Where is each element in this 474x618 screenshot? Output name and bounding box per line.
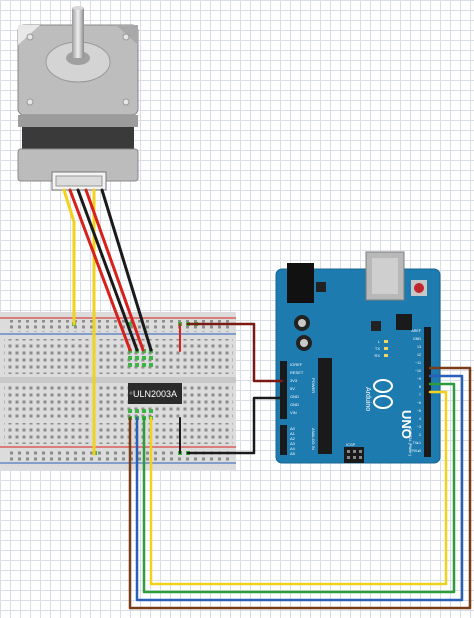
terminal-strip-bottom-lower: [4, 423, 233, 444]
chip-label: ULN2003A: [133, 389, 177, 399]
power-header: [280, 361, 287, 419]
motor-screw-hole: [26, 98, 34, 106]
motor-connector-slot: [55, 175, 103, 187]
pin-label: A5: [290, 451, 296, 456]
center-channel: [0, 377, 236, 383]
wire-red-motor-2: [84, 188, 145, 352]
usb-connector-inner: [372, 258, 398, 294]
motor-screw-hole: [122, 33, 130, 41]
wire-yellow-signal: [149, 390, 448, 586]
wire-gnd: [186, 396, 284, 455]
wire-red-motor: [68, 188, 132, 352]
pin-label: RX◂0: [412, 449, 421, 453]
board-brand: Arduino: [364, 387, 371, 411]
pin-label: 3V3: [290, 378, 298, 383]
pin-label: AREF: [411, 329, 421, 333]
voltage-regulator: [316, 282, 326, 292]
board-model: UNO: [399, 410, 414, 439]
power-header-label: POWER: [311, 378, 316, 393]
pin-label: GND: [290, 394, 299, 399]
motor-shaft: [72, 8, 84, 58]
stepper-motor: [17, 6, 139, 191]
arduino-uno-board: L TX RX Arduino UNO DIGITAL (PWM~) POWER A…: [275, 251, 441, 464]
pin-label: TX▸1: [413, 441, 421, 445]
power-rail-top: [6, 320, 232, 332]
pin-label: ~10: [415, 369, 421, 373]
icsp-header: [344, 447, 364, 463]
motor-screw-hole: [26, 33, 34, 41]
pin-label: RX: [374, 353, 380, 358]
led-indicator: [384, 340, 388, 343]
pin-label: A4: [290, 446, 296, 451]
pin-label: A1: [290, 431, 296, 436]
chip-body: [128, 383, 182, 404]
pin-label: IOREF: [290, 362, 303, 367]
pin-label: ~9: [417, 377, 421, 381]
pin-label: RESET: [290, 370, 304, 375]
pin-label: GND: [290, 402, 299, 407]
wire-yellow-motor-com: [62, 188, 76, 326]
wires: [62, 188, 472, 610]
chip-notch: [129, 391, 133, 395]
terminal-strip-top: [4, 339, 233, 374]
motor-screw-hole: [122, 98, 130, 106]
power-rail-bottom: [6, 449, 232, 461]
pin-label: GND: [413, 337, 421, 341]
pin-label: ~3: [417, 425, 421, 429]
wire-brown-signal: [128, 366, 472, 610]
pin-label: 2: [419, 433, 421, 437]
chip-small: [371, 321, 381, 331]
wire-green-signal: [142, 382, 456, 594]
pin-label: 4: [419, 417, 421, 421]
motor-band: [18, 115, 138, 127]
arduino-logo-icon: [373, 379, 393, 409]
wire-blue-signal: [135, 374, 464, 602]
pin-label: A0: [290, 426, 296, 431]
breadboard: [0, 312, 236, 470]
digital-header-label: DIGITAL (PWM~): [408, 428, 412, 456]
pin-label: 12: [417, 353, 421, 357]
wire-black-motor-2: [100, 188, 153, 352]
digital-header: [424, 327, 431, 457]
motor-stator: [22, 127, 134, 149]
pin-label: ~6: [417, 401, 421, 405]
wire-5v: [186, 322, 284, 383]
led-labels: L TX RX: [374, 339, 380, 358]
pin-label: L: [378, 339, 381, 344]
dc-power-jack: [287, 263, 314, 303]
analog-header-label: ANALOG IN: [311, 428, 316, 450]
pin-label: 5V: [290, 386, 295, 391]
pin-label: A3: [290, 441, 296, 446]
uln2003a-chip: ULN2003A: [128, 383, 182, 404]
terminal-strip-bottom: [4, 386, 233, 421]
pin-label: 7: [419, 393, 421, 397]
pin-label: 8: [419, 385, 421, 389]
led-indicator: [384, 354, 388, 357]
led-indicator: [384, 347, 388, 350]
atmega-chip: [318, 358, 332, 454]
analog-header: [280, 425, 287, 455]
pin-label: ~11: [415, 361, 421, 365]
digital-pin-labels: AREF GND 13 12 ~11 ~10 ~9 8 7 ~6 ~5 4 ~3 2TX▸1RX◂0: [411, 329, 421, 453]
power-pin-labels: IOREF RESET 3V3 5V GND GND VIN: [290, 362, 304, 415]
pin-label: ~5: [417, 409, 421, 413]
pin-label: 13: [417, 345, 421, 349]
reset-button: [414, 283, 424, 293]
icsp-label: ICSP: [346, 442, 356, 447]
icsp-header-2: [396, 314, 412, 330]
pin-label: VIN: [290, 410, 297, 415]
motor-shaft-tip: [72, 6, 84, 10]
pin-label: A2: [290, 436, 296, 441]
pin-label: TX: [375, 346, 380, 351]
wire-black-motor: [76, 188, 139, 352]
